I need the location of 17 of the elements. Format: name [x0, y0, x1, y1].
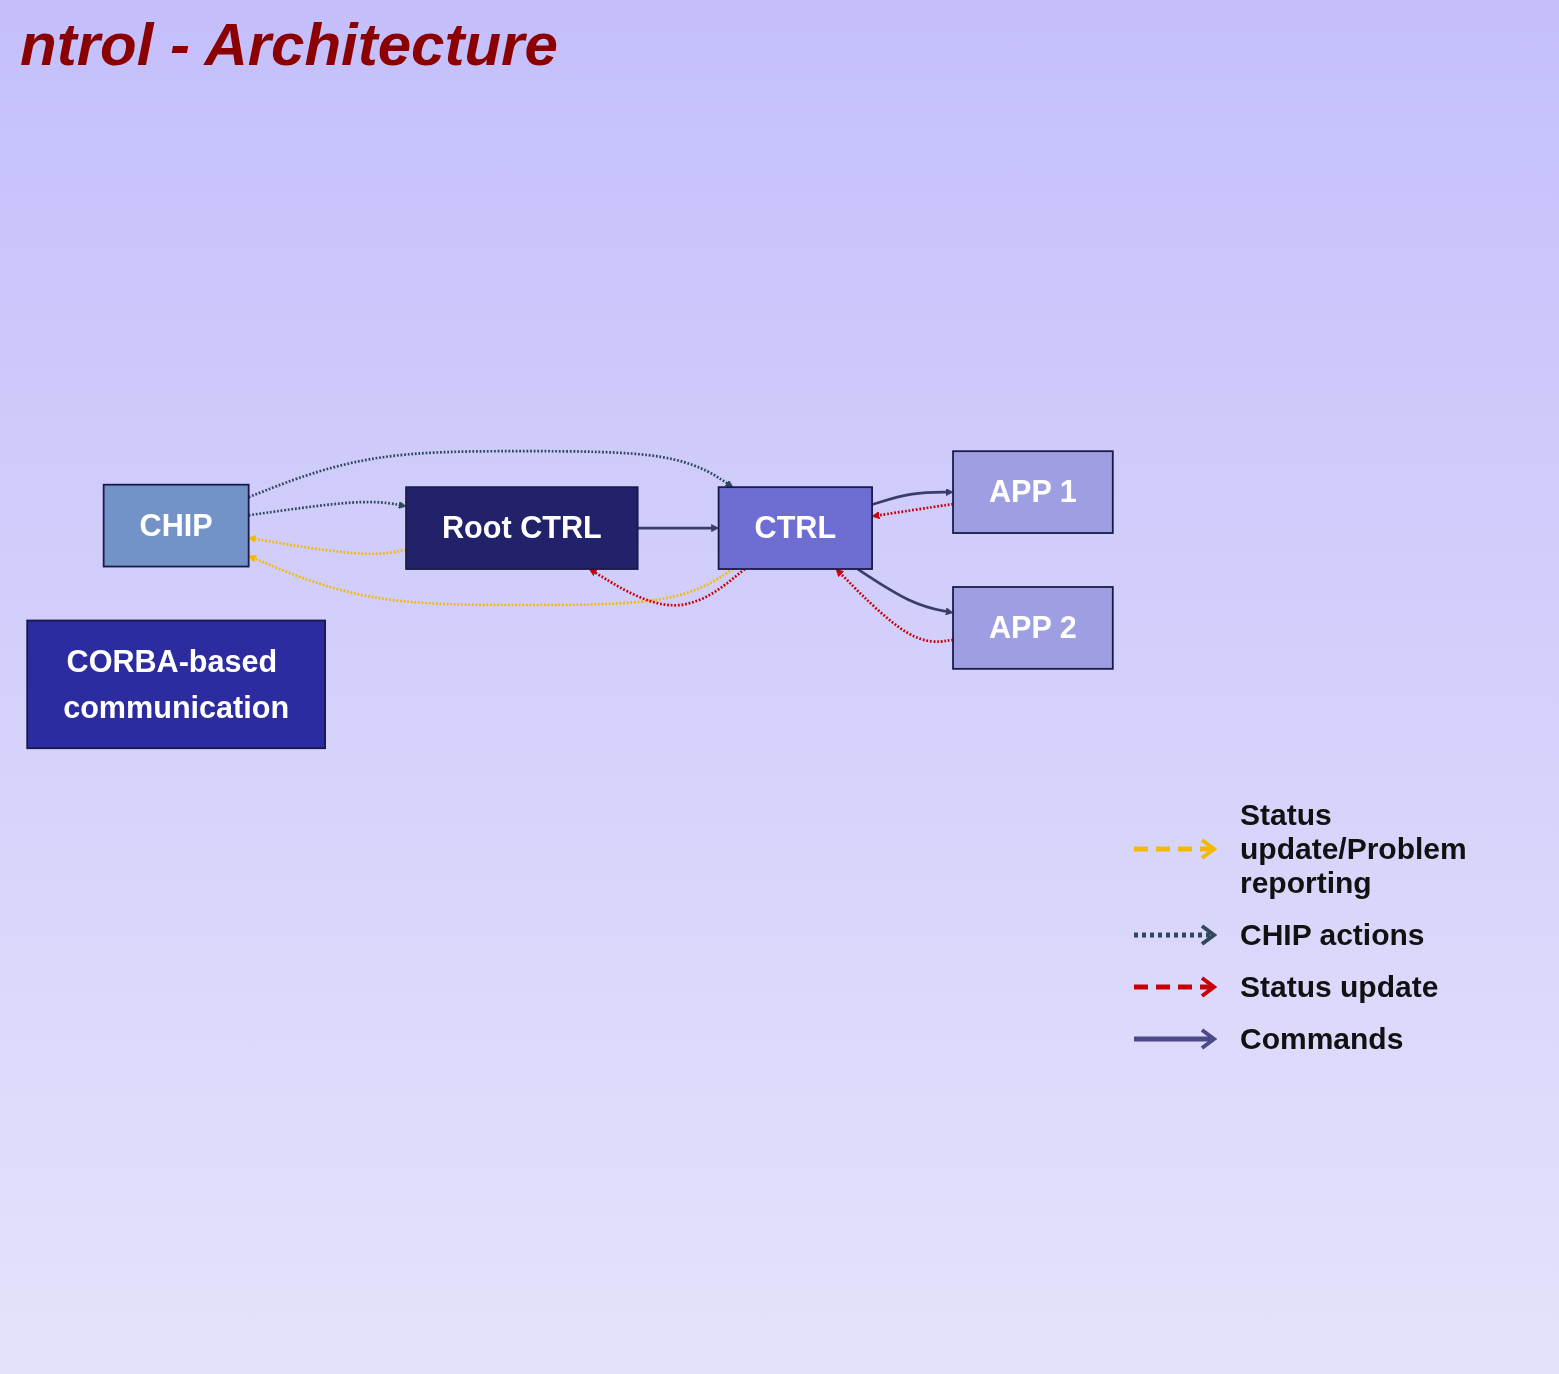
diagram-title: ntrol - Architecture [20, 10, 558, 79]
node-box: APP 2 [952, 586, 1114, 671]
arrow [835, 568, 954, 644]
legend-label: Status update/Problem reporting [1240, 798, 1468, 900]
arrow [588, 568, 746, 607]
node-box: CHIP [102, 484, 250, 568]
legend-label: Commands [1240, 1022, 1404, 1056]
node-box: Root CTRL [405, 486, 639, 571]
legend-label: Status update [1240, 970, 1439, 1004]
node-box: APP 1 [952, 450, 1114, 535]
node-box: CTRL [717, 486, 873, 571]
arrow [248, 555, 734, 607]
arrow [637, 524, 719, 533]
arrow [856, 568, 954, 616]
legend-label: CHIP actions [1240, 918, 1425, 952]
arrow [248, 450, 734, 499]
node-box: CORBA-based communication [26, 619, 326, 750]
